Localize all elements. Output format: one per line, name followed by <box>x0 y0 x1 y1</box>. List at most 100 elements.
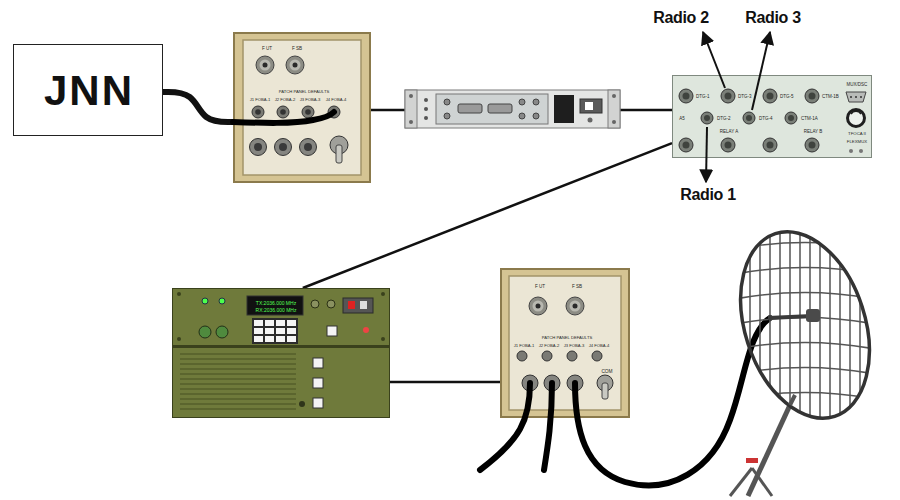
callout-arrow <box>703 32 770 182</box>
patch-panel-art <box>522 375 538 391</box>
signal-panel-art <box>860 96 862 98</box>
panel-label: J4 FOBA-4 <box>589 344 610 348</box>
signal-panel-art <box>763 89 777 103</box>
radio-art <box>199 326 211 338</box>
patch-panel-art <box>233 40 361 175</box>
rack-unit <box>371 90 672 128</box>
rack-unit <box>580 99 602 113</box>
panel-label: FLEXMUX <box>847 140 867 144</box>
patch-panel: F UTF SBPATCH PANEL DEFAULTSJ1 FOBA-1J2 … <box>233 32 371 183</box>
antenna <box>730 220 880 430</box>
signal-panel-art <box>679 89 693 103</box>
radio-art <box>381 337 385 341</box>
cable <box>480 318 770 485</box>
rack-unit <box>620 109 672 112</box>
signal-panel-art <box>743 112 755 124</box>
radio-art <box>180 363 296 365</box>
radio-art <box>173 292 389 409</box>
signal-panel-art <box>679 89 866 153</box>
panel-label: DTG-2 <box>717 117 731 122</box>
panel-label: A5 <box>679 117 685 122</box>
signal-panel-art <box>805 89 819 103</box>
patch-panel-art <box>300 139 317 156</box>
signal-panel: DTG-1DTG-3DTG-5CTM-1BMUX/DSCA5DTG-2DTG-4… <box>672 75 872 158</box>
antenna <box>829 220 831 430</box>
patch-panel-art <box>275 139 292 156</box>
antenna <box>730 318 880 326</box>
radio-art <box>216 326 228 338</box>
radio-art <box>265 328 274 334</box>
radio-art <box>276 328 285 334</box>
panel-label: F UT <box>262 47 272 52</box>
signal-panel-art <box>721 138 735 152</box>
radio-art <box>311 300 319 308</box>
panel-label: J2 FOBA-2 <box>539 344 560 348</box>
rack-unit <box>424 107 428 111</box>
radio-art <box>348 301 355 309</box>
panel-label: RELAY A <box>720 130 738 135</box>
panel-label: CTM-1A <box>801 117 818 122</box>
rack-unit <box>424 98 428 102</box>
panel-label: F SB <box>572 285 582 290</box>
rack-unit <box>405 90 620 128</box>
radio-art <box>363 327 369 333</box>
radio-art <box>276 320 285 326</box>
radio-art <box>313 358 323 368</box>
antenna <box>730 368 880 376</box>
patch-panel-art <box>279 143 287 151</box>
antenna <box>809 220 811 430</box>
patch-panel-art <box>567 375 583 391</box>
patch-panel-art <box>597 375 613 391</box>
patch-panel-art <box>529 297 547 315</box>
patch-panel-art <box>328 106 340 118</box>
callout-arrow <box>752 32 770 110</box>
rack-unit <box>588 118 593 123</box>
antenna <box>849 220 851 430</box>
patch-panel-art <box>252 106 264 118</box>
patch-panel-art <box>254 143 262 151</box>
antenna <box>730 468 752 496</box>
signal-panel-art <box>767 93 774 100</box>
panel-label: DTG-5 <box>780 95 794 100</box>
rack-unit <box>612 94 616 98</box>
rack-unit <box>424 116 428 120</box>
radio-art <box>180 388 296 390</box>
panel-label: J1 FOBA-1 <box>514 344 535 348</box>
antenna <box>730 293 880 301</box>
patch-panel-art <box>280 109 286 115</box>
antenna <box>730 243 880 251</box>
antenna <box>730 343 880 351</box>
signal-panel-art <box>679 138 693 152</box>
radio-art <box>327 326 337 336</box>
radio-art <box>180 383 296 385</box>
cable <box>544 383 552 470</box>
panel-label: TFOCA II <box>848 132 866 136</box>
panel-label: F UT <box>535 285 545 290</box>
patch-panel-art <box>263 63 268 68</box>
display-readout: RX:2036.000 MHz <box>256 308 297 313</box>
antenna <box>718 215 891 435</box>
antenna <box>730 268 880 276</box>
antenna <box>869 220 871 430</box>
radio-art <box>287 320 296 326</box>
rack-unit <box>519 99 525 105</box>
radio-unit: TX:2036.000 MHzRX:2036.000 MHz <box>172 288 390 418</box>
signal-panel-art <box>683 93 690 100</box>
radio-art <box>252 318 298 344</box>
panel-label: RELAY B <box>804 130 823 135</box>
patch-panel-art <box>566 297 584 315</box>
patch-panel-art <box>336 145 342 163</box>
rack-unit <box>488 104 512 113</box>
radio-art <box>265 320 274 326</box>
callout-arrow <box>706 127 707 182</box>
radio-art <box>276 336 285 342</box>
radio-art <box>360 301 367 309</box>
patch-panel-art <box>256 56 274 74</box>
callout-arrow <box>703 32 725 88</box>
antenna <box>839 220 841 430</box>
radio-art <box>254 320 263 326</box>
cable <box>575 318 770 485</box>
rack-unit <box>608 90 620 128</box>
rack-unit <box>533 113 539 119</box>
